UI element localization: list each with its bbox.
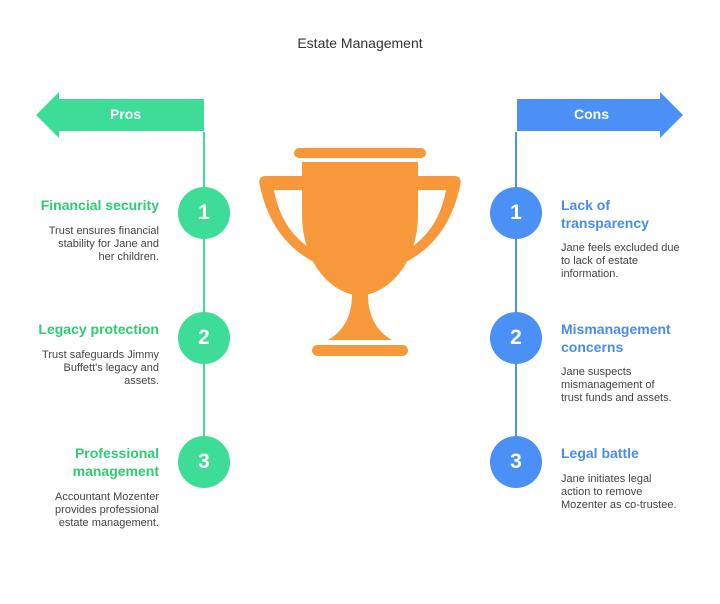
trophy-icon xyxy=(258,146,462,363)
pros-label: Pros xyxy=(110,106,142,122)
cons-connector-line xyxy=(515,132,517,464)
title-line: Lack of xyxy=(561,197,611,213)
desc-line: information. xyxy=(561,268,619,280)
cons-item-description: Jane suspects mismanagement of trust fun… xyxy=(561,366,672,405)
desc-line: Buffett's legacy and xyxy=(63,362,159,374)
desc-line: Trust safeguards Jimmy xyxy=(42,349,159,361)
diagram-title: Estate Management xyxy=(297,35,423,51)
desc-line: provides professional xyxy=(55,504,159,516)
cons-item-title: Legal battle xyxy=(561,444,639,462)
pros-connector-line xyxy=(203,132,205,464)
desc-line: to lack of estate xyxy=(561,255,639,267)
desc-line: assets. xyxy=(124,375,159,387)
pros-arrow: Pros xyxy=(36,92,206,138)
title-line: transparency xyxy=(561,215,649,231)
cons-badge-1: 1 xyxy=(490,187,542,239)
desc-line: trust funds and assets. xyxy=(561,392,672,404)
desc-line: mismanagement of xyxy=(561,379,655,391)
desc-line: action to remove xyxy=(561,486,643,498)
desc-line: Jane suspects xyxy=(561,366,632,378)
desc-line: stability for Jane and xyxy=(58,238,159,250)
pros-badge-1: 1 xyxy=(178,187,230,239)
cons-label: Cons xyxy=(574,106,609,122)
desc-line: Jane feels excluded due xyxy=(561,242,680,254)
pros-badge-3: 3 xyxy=(178,436,230,488)
title-line: concerns xyxy=(561,339,624,355)
title-line: Financial security xyxy=(40,197,159,213)
desc-line: her children. xyxy=(98,251,159,263)
cons-badge-2: 2 xyxy=(490,312,542,364)
cons-arrow: Cons xyxy=(515,92,685,138)
desc-line: estate management. xyxy=(58,517,159,529)
title-line: Professional xyxy=(74,445,159,461)
pros-item-description: Trust safeguards Jimmy Buffett's legacy … xyxy=(42,349,159,388)
pros-item-description: Trust ensures financial stability for Ja… xyxy=(49,225,159,264)
title-line: Legacy protection xyxy=(38,321,159,337)
title-line: Legal battle xyxy=(561,445,639,461)
title-line: Mismanagement xyxy=(561,321,671,337)
desc-line: Trust ensures financial xyxy=(48,225,159,237)
cons-badge-3: 3 xyxy=(490,436,542,488)
pros-item-title: Professional management xyxy=(73,444,159,480)
cons-item-title: Mismanagement concerns xyxy=(561,320,671,356)
desc-line: Mozenter as co-trustee. xyxy=(561,499,677,511)
cons-item-description: Jane initiates legal action to remove Mo… xyxy=(561,473,677,512)
pros-item-title: Legacy protection xyxy=(38,320,159,338)
desc-line: Accountant Mozenter xyxy=(55,491,159,503)
desc-line: Jane initiates legal xyxy=(561,473,652,485)
pros-item-description: Accountant Mozenter provides professiona… xyxy=(55,491,159,530)
pros-badge-2: 2 xyxy=(178,312,230,364)
cons-item-description: Jane feels excluded due to lack of estat… xyxy=(561,242,680,281)
pros-item-title: Financial security xyxy=(41,196,159,214)
cons-item-title: Lack of transparency xyxy=(561,196,649,232)
title-line: management xyxy=(72,463,159,479)
